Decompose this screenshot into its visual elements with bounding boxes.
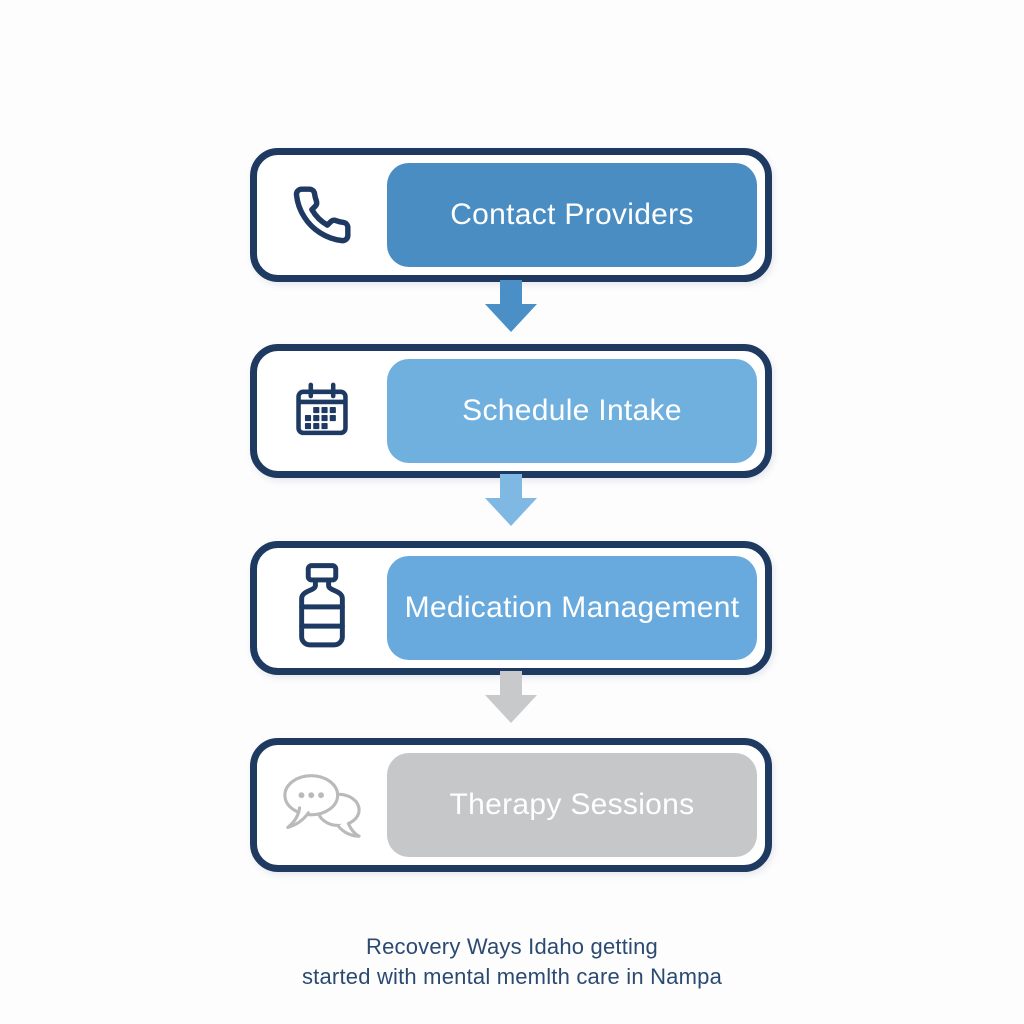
chat-bubbles-icon: [257, 745, 387, 865]
step-label: Contact Providers: [450, 198, 694, 231]
down-arrow-icon: [485, 280, 537, 332]
step-label: Medication Management: [404, 591, 740, 624]
step-label-pill: Therapy Sessions: [387, 753, 757, 857]
step-card-medication-management: Medication Management: [250, 541, 772, 675]
caption-line-2: started with mental memlth care in Nampa: [301, 964, 723, 989]
phone-icon: [257, 155, 387, 275]
step-card-therapy-sessions: Therapy Sessions: [250, 738, 772, 872]
step-label-pill: Schedule Intake: [387, 359, 757, 463]
down-arrow-icon: [485, 474, 537, 526]
step-label: Therapy Sessions: [449, 788, 695, 821]
caption: Recovery Ways Idaho getting started with…: [0, 932, 1024, 992]
caption-line-1: Recovery Ways Idaho getting: [366, 934, 658, 959]
down-arrow-icon: [485, 671, 537, 723]
step-label-pill: Medication Management: [387, 556, 757, 660]
step-label: Schedule Intake: [462, 394, 682, 427]
step-label-pill: Contact Providers: [387, 163, 757, 267]
step-card-contact-providers: Contact Providers: [250, 148, 772, 282]
step-card-schedule-intake: Schedule Intake: [250, 344, 772, 478]
calendar-icon: [257, 351, 387, 471]
medication-bottle-icon: [257, 548, 387, 668]
